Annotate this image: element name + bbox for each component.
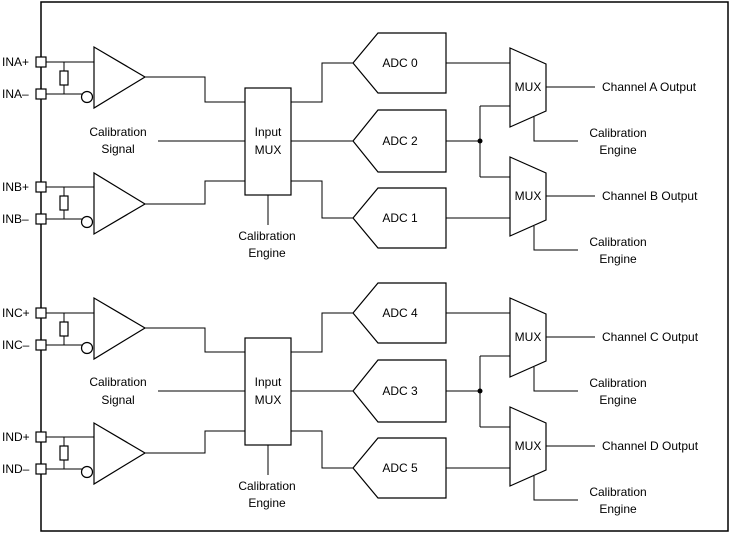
pin-label-ina-neg: INA–: [2, 87, 29, 101]
pin-inc-pos: [35, 307, 47, 319]
pin-inb-neg: [35, 213, 47, 225]
pin-label-inc-neg: INC–: [2, 338, 30, 352]
amplifier-d: [93, 421, 147, 486]
input-mux-2: [244, 337, 292, 446]
input-network-b: [46, 186, 94, 229]
pin-ind-neg: [35, 463, 47, 475]
calibration-signal-1-line1: Calibration: [89, 125, 146, 139]
calibration-engine-b-line1: Calibration: [589, 235, 646, 249]
output-mux-d-label: MUX: [515, 439, 542, 453]
amplifier-c: [93, 296, 147, 361]
amplifier-b: [93, 171, 147, 236]
adc-2-label: ADC 2: [382, 134, 418, 148]
calibration-engine-b-line2: Engine: [599, 252, 637, 266]
input-network-a: [46, 61, 94, 104]
output-mux-c-label: MUX: [515, 330, 542, 344]
pin-ina-neg: [35, 88, 47, 100]
input-network-d: [46, 436, 94, 479]
output-mux-b-wires: [533, 195, 595, 251]
input-mux-2-wires: [145, 327, 245, 454]
adc-group-2-inputs: [291, 312, 353, 469]
junction-dot-ab: [477, 138, 483, 144]
input-mux-1-wires: [145, 76, 245, 205]
calibration-engine-2-line2: Engine: [248, 496, 286, 510]
calibration-engine-a-line1: Calibration: [589, 126, 646, 140]
calibration-engine-2-line1: Calibration: [238, 479, 295, 493]
pin-inc-neg: [35, 339, 47, 351]
output-mux-a-wires: [533, 86, 595, 142]
pin-label-inc-pos: INC+: [2, 306, 30, 320]
calibration-signal-1-line2: Signal: [101, 142, 134, 156]
adc-0-label: ADC 0: [382, 56, 418, 70]
output-mux-d-wires: [533, 445, 595, 501]
pin-label-inb-pos: INB+: [2, 180, 29, 194]
pin-ind-pos: [35, 431, 47, 443]
junction-dot-cd: [477, 388, 483, 394]
input-mux-2-label-top: Input: [255, 375, 282, 389]
calibration-engine-d-line2: Engine: [599, 502, 637, 516]
amplifier-a: [93, 45, 147, 110]
output-mux-d: [509, 406, 547, 487]
calibration-engine-c-line2: Engine: [599, 393, 637, 407]
adc-5-label: ADC 5: [382, 461, 418, 475]
adc-4-label: ADC 4: [382, 306, 418, 320]
input-network-c: [46, 312, 94, 355]
channel-d-output-label: Channel D Output: [602, 439, 699, 453]
calibration-signal-2-line1: Calibration: [89, 375, 146, 389]
adc-group-1-inputs: [291, 62, 353, 219]
output-mux-c-wires: [533, 336, 595, 392]
input-mux-1-label-bottom: MUX: [255, 143, 282, 157]
input-mux-1-label-top: Input: [255, 125, 282, 139]
calibration-engine-d-line1: Calibration: [589, 485, 646, 499]
pin-label-inb-neg: INB–: [2, 212, 29, 226]
pin-label-ind-pos: IND+: [2, 430, 30, 444]
calibration-signal-2-line2: Signal: [101, 393, 134, 407]
output-mux-c: [509, 297, 547, 378]
output-mux-b: [509, 156, 547, 237]
pin-inb-pos: [35, 181, 47, 193]
output-mux-a: [509, 47, 547, 128]
adc-1-label: ADC 1: [382, 211, 418, 225]
output-mux-b-label: MUX: [515, 189, 542, 203]
channel-a-output-label: Channel A Output: [602, 80, 697, 94]
calibration-engine-a-line2: Engine: [599, 143, 637, 157]
calibration-engine-c-line1: Calibration: [589, 376, 646, 390]
input-mux-1: [244, 87, 292, 196]
adc-3-label: ADC 3: [382, 384, 418, 398]
calibration-engine-1-line1: Calibration: [238, 229, 295, 243]
output-mux-a-label: MUX: [515, 80, 542, 94]
pin-label-ind-neg: IND–: [2, 462, 30, 476]
calibration-engine-1-line2: Engine: [248, 246, 286, 260]
channel-c-output-label: Channel C Output: [602, 330, 699, 344]
chip-boundary: [40, 1, 729, 532]
pin-label-ina-pos: INA+: [2, 55, 29, 69]
pin-ina-pos: [35, 56, 47, 68]
input-mux-2-label-bottom: MUX: [255, 393, 282, 407]
channel-b-output-label: Channel B Output: [602, 189, 698, 203]
